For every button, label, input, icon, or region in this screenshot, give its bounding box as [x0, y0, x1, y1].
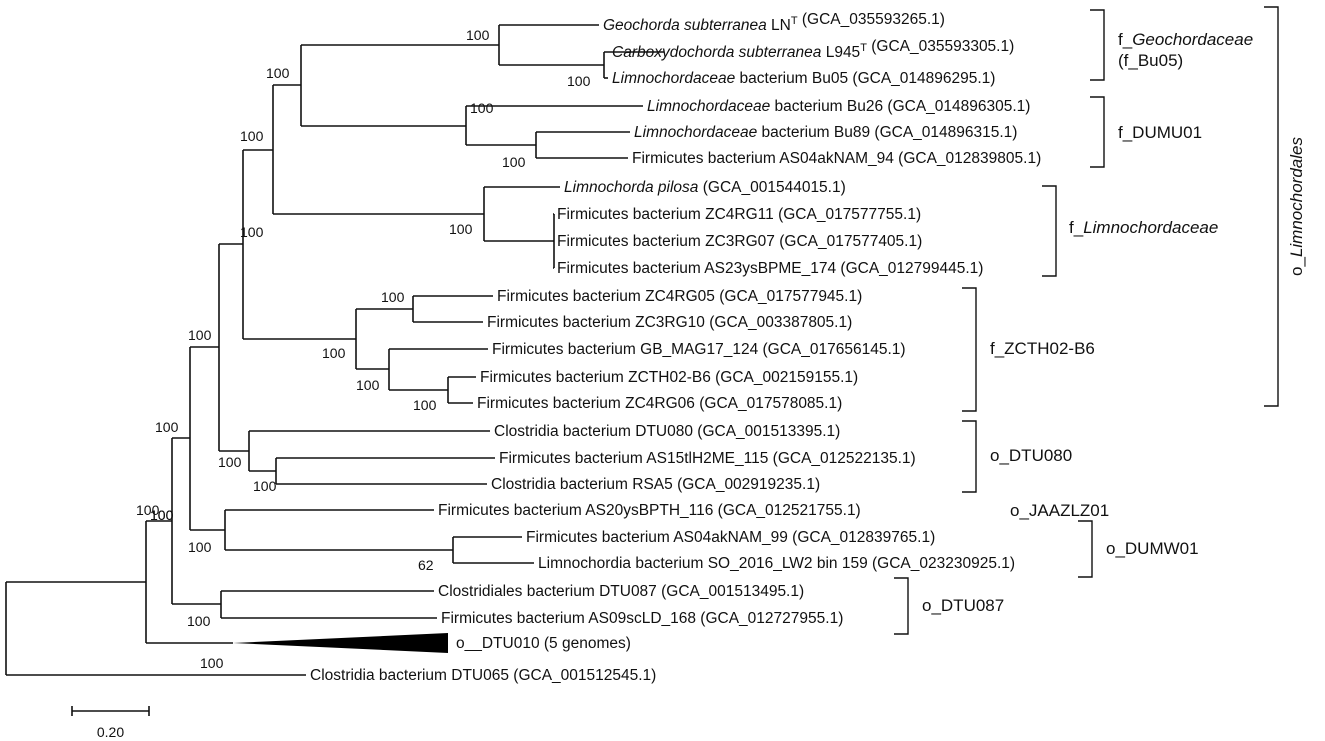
- tip-label-t25: Clostridia bacterium DTU065 (GCA_0015125…: [310, 667, 656, 684]
- support-n22: 100: [150, 507, 174, 523]
- clade-label-c9: o_Limnochordales: [1287, 137, 1306, 276]
- tip-label-t12: Firmicutes bacterium ZC3RG10 (GCA_003387…: [487, 314, 852, 331]
- support-n8: 100: [381, 289, 405, 305]
- clade-label-c4-0: f_ZCTH02-B6: [990, 339, 1095, 358]
- clade-brackets: [894, 6, 1279, 635]
- clade-label-c6-0: o_JAAZLZ01: [1010, 501, 1109, 520]
- tip-label-t19: Firmicutes bacterium AS20ysBPTH_116 (GCA…: [438, 502, 861, 519]
- tip-label-t9: Firmicutes bacterium ZC3RG07 (GCA_017577…: [557, 233, 922, 250]
- tip-label-t20: Firmicutes bacterium AS04akNAM_99 (GCA_0…: [526, 529, 935, 546]
- support-n16: 100: [136, 502, 160, 518]
- support-n6: 100: [449, 221, 473, 237]
- tip-label-t5: Limnochordaceae bacterium Bu89 (GCA_0148…: [634, 124, 1017, 141]
- support-n14: 100: [218, 454, 242, 470]
- clade-label-c1-1: (f_Bu05): [1118, 51, 1183, 70]
- tip-label-t17: Firmicutes bacterium AS15tlH2ME_115 (GCA…: [499, 450, 916, 467]
- tip-label-t15: Firmicutes bacterium ZC4RG06 (GCA_017578…: [477, 395, 842, 412]
- support-n18: 62: [418, 557, 434, 573]
- bracket-c1: [1090, 9, 1105, 81]
- bracket-c8: [894, 577, 909, 635]
- clade-label-c3-0: f_Limnochordaceae: [1069, 218, 1218, 237]
- collapsed-clade: [233, 633, 448, 653]
- bracket-c9: [1264, 6, 1279, 407]
- support-n15: 100: [253, 478, 277, 494]
- tip-label-t7: Limnochorda pilosa (GCA_001544015.1): [564, 179, 846, 196]
- support-n12: 100: [188, 327, 212, 343]
- clade-label-c1-0: f_Geochordaceae: [1118, 30, 1253, 49]
- scale-bar-label: 0.20: [97, 724, 124, 740]
- clade-label-c5-0: o_DTU080: [990, 446, 1072, 465]
- tip-label-t24: o__DTU010 (5 genomes): [456, 635, 631, 652]
- tip-label-t4: Limnochordaceae bacterium Bu26 (GCA_0148…: [647, 98, 1030, 115]
- tip-label-t18: Clostridia bacterium RSA5 (GCA_002919235…: [491, 476, 820, 493]
- tree-branches: [5, 24, 664, 676]
- tip-label-t10: Firmicutes bacterium AS23ysBPME_174 (GCA…: [557, 260, 983, 277]
- tip-label-t2: Carboxydochorda subterranea L945T (GCA_0…: [612, 38, 1014, 61]
- support-n2: 100: [567, 73, 591, 89]
- support-n21: 100: [240, 128, 264, 144]
- bracket-c4: [962, 287, 977, 412]
- tip-label-t22: Clostridiales bacterium DTU087 (GCA_0015…: [438, 583, 804, 600]
- tip-label-t1: Geochorda subterranea LNT (GCA_035593265…: [603, 11, 945, 34]
- support-n19: 100: [187, 613, 211, 629]
- support-n4: 100: [502, 154, 526, 170]
- support-n5: 100: [266, 65, 290, 81]
- support-n23: 100: [150, 507, 174, 523]
- tip-label-t13: Firmicutes bacterium GB_MAG17_124 (GCA_0…: [492, 341, 906, 358]
- bracket-c2: [1090, 96, 1105, 168]
- support-n13: 100: [155, 419, 179, 435]
- tip-label-t8: Firmicutes bacterium ZC4RG11 (GCA_017577…: [557, 206, 921, 223]
- support-n9: 100: [322, 345, 346, 361]
- tip-label-t21: Limnochordia bacterium SO_2016_LW2 bin 1…: [538, 555, 1015, 572]
- clade-label-c8-0: o_DTU087: [922, 596, 1004, 615]
- collapsed-triangle-dtu010: [233, 633, 448, 653]
- tip-label-t11: Firmicutes bacterium ZC4RG05 (GCA_017577…: [497, 288, 862, 305]
- bracket-c5: [962, 420, 977, 493]
- support-n7: 100: [240, 224, 264, 240]
- tip-label-t23: Firmicutes bacterium AS09scLD_168 (GCA_0…: [441, 610, 843, 627]
- clade-labels: f_Geochordaceae (f_Bu05) f_DUMU01 f_Limnoch…: [922, 30, 1306, 615]
- clade-label-c2-0: f_DUMU01: [1118, 123, 1202, 142]
- support-n17: 100: [188, 539, 212, 555]
- bracket-c3: [1042, 185, 1057, 277]
- clade-label-c7-0: o_DUMW01: [1106, 539, 1199, 558]
- support-n11: 100: [413, 397, 437, 413]
- scale-bar: 0.20: [71, 706, 150, 740]
- support-values: 1001001001001001001001001001001001001001…: [136, 27, 591, 671]
- tip-label-t14: Firmicutes bacterium ZCTH02-B6 (GCA_0021…: [480, 369, 858, 386]
- tip-labels: Geochorda subterranea LNT (GCA_035593265…: [310, 11, 1041, 684]
- support-n20: 100: [200, 655, 224, 671]
- bracket-c7: [1078, 520, 1093, 578]
- support-n10: 100: [356, 377, 380, 393]
- tip-label-t16: Clostridia bacterium DTU080 (GCA_0015133…: [494, 423, 840, 440]
- support-n1: 100: [466, 27, 490, 43]
- tip-label-t3: Limnochordaceae bacterium Bu05 (GCA_0148…: [612, 70, 995, 87]
- support-n3: 100: [470, 100, 494, 116]
- tip-label-t6: Firmicutes bacterium AS04akNAM_94 (GCA_0…: [632, 150, 1041, 167]
